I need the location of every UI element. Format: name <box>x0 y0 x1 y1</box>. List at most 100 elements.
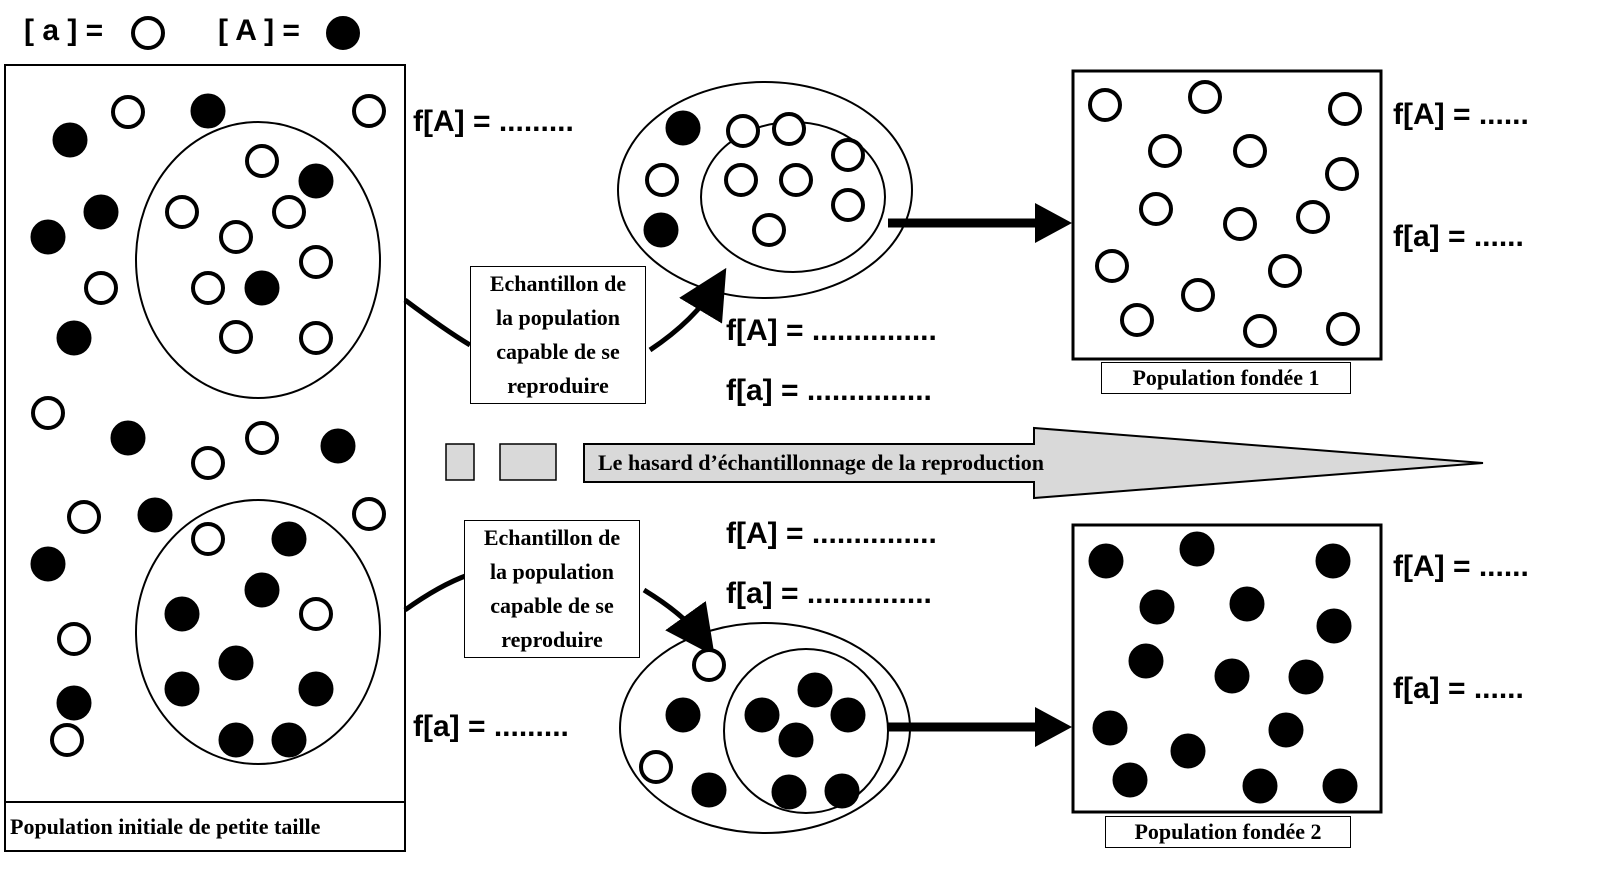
upper-subgroup-ellipse <box>135 121 381 399</box>
upper-curve-left <box>403 297 472 348</box>
allele-a-dot <box>1120 303 1154 337</box>
banner-block-small <box>445 443 475 481</box>
allele-A-dot <box>30 219 66 255</box>
allele-a-dot <box>67 500 101 534</box>
upper-sample-label-box: Echantillon de la population capable de … <box>470 266 646 404</box>
allele-A-dot <box>1288 659 1324 695</box>
allele-a-dot <box>219 320 253 354</box>
initial-population-caption: Population initiale de petite taille <box>10 814 321 839</box>
allele-a-dot <box>111 95 145 129</box>
allele-a-dot <box>772 112 806 146</box>
sample-1-freq-A: f[A] = ............... <box>726 314 937 347</box>
allele-A-dot <box>271 521 307 557</box>
allele-a-dot <box>1326 312 1360 346</box>
allele-A-dot <box>744 697 780 733</box>
allele-A-dot <box>271 722 307 758</box>
allele-A-dot <box>665 110 701 146</box>
lower-sample-line: Echantillon de <box>483 525 621 550</box>
allele-a-dot <box>1088 88 1122 122</box>
allele-a-dot <box>57 622 91 656</box>
lower-subgroup-ellipse <box>135 499 381 765</box>
allele-a-dot <box>639 750 673 784</box>
allele-a-dot <box>245 421 279 455</box>
lower-sample-label-box: Echantillon de la population capable de … <box>464 520 640 658</box>
banner-arrow-shape <box>583 426 1484 500</box>
allele-A-dot <box>56 685 92 721</box>
founded-population-1-box <box>1071 69 1383 361</box>
founded-2-caption: Population fondée 2 <box>1105 816 1351 848</box>
allele-A-dot <box>30 546 66 582</box>
sample-1-freq-a: f[a] = ............... <box>726 374 932 407</box>
banner-block-medium <box>499 443 557 481</box>
allele-a-dot <box>299 321 333 355</box>
legend-recessive-label: [ a ] = <box>24 14 104 47</box>
allele-a-dot <box>191 446 225 480</box>
allele-a-dot <box>692 648 726 682</box>
allele-A-dot <box>218 645 254 681</box>
legend-recessive-circle <box>131 16 165 50</box>
sample-2-freq-A: f[A] = ............... <box>726 517 937 550</box>
allele-A-dot <box>137 497 173 533</box>
founded-2-freq-a: f[a] = ...... <box>1393 672 1524 705</box>
arrow-to-founded-2-head <box>1035 707 1072 747</box>
allele-a-dot <box>645 163 679 197</box>
allele-A-dot <box>110 420 146 456</box>
allele-a-dot <box>831 138 865 172</box>
banner-text: Le hasard d’échantillonnage de la reprod… <box>598 450 1044 475</box>
allele-A-dot <box>218 722 254 758</box>
founded-2-freq-A: f[A] = ...... <box>1393 550 1529 583</box>
allele-A-dot <box>771 774 807 810</box>
allele-a-dot <box>1095 249 1129 283</box>
lower-curve-left <box>403 572 469 613</box>
allele-A-dot <box>244 270 280 306</box>
allele-a-dot <box>1328 92 1362 126</box>
allele-a-dot <box>1181 278 1215 312</box>
allele-A-dot <box>83 194 119 230</box>
allele-A-dot <box>1092 710 1128 746</box>
allele-a-dot <box>219 220 253 254</box>
allele-a-dot <box>1188 80 1222 114</box>
allele-a-dot <box>1268 254 1302 288</box>
allele-A-dot <box>643 212 679 248</box>
upper-sample-line: Echantillon de <box>489 271 627 296</box>
allele-A-dot <box>1315 543 1351 579</box>
founded-1-freq-a: f[a] = ...... <box>1393 220 1524 253</box>
initial-freq-a: f[a] = ......... <box>413 710 569 743</box>
allele-A-dot <box>1316 608 1352 644</box>
allele-a-dot <box>1139 192 1173 226</box>
founded-1-freq-A: f[A] = ...... <box>1393 98 1529 131</box>
allele-A-dot <box>164 671 200 707</box>
allele-a-dot <box>724 163 758 197</box>
lower-sample-line: la population <box>489 559 615 584</box>
allele-a-dot <box>299 245 333 279</box>
sample-2-freq-a: f[a] = ............... <box>726 577 932 610</box>
upper-sample-line: la population <box>495 305 621 330</box>
allele-A-dot <box>1139 589 1175 625</box>
initial-freq-A: f[A] = ......... <box>413 105 574 138</box>
allele-a-dot <box>245 144 279 178</box>
allele-a-dot <box>1296 200 1330 234</box>
allele-A-dot <box>1229 586 1265 622</box>
allele-a-dot <box>31 396 65 430</box>
allele-A-dot <box>778 722 814 758</box>
allele-dots-group <box>30 80 1362 810</box>
founded-1-caption: Population fondée 1 <box>1101 362 1351 394</box>
lower-sample-line: reproduire <box>501 627 603 652</box>
allele-A-dot <box>1322 768 1358 804</box>
initial-population-box <box>4 64 406 852</box>
allele-a-dot <box>191 271 225 305</box>
lower-curve-arrow <box>642 587 715 657</box>
upper-sample-line: capable de se <box>496 339 620 364</box>
allele-a-dot <box>1325 157 1359 191</box>
arrow-to-founded-1-head <box>1035 203 1072 243</box>
allele-a-dot <box>272 195 306 229</box>
allele-A-dot <box>1268 712 1304 748</box>
allele-A-dot <box>298 163 334 199</box>
allele-a-dot <box>752 213 786 247</box>
allele-A-dot <box>824 773 860 809</box>
allele-a-dot <box>299 597 333 631</box>
allele-A-dot <box>164 596 200 632</box>
allele-A-dot <box>244 572 280 608</box>
